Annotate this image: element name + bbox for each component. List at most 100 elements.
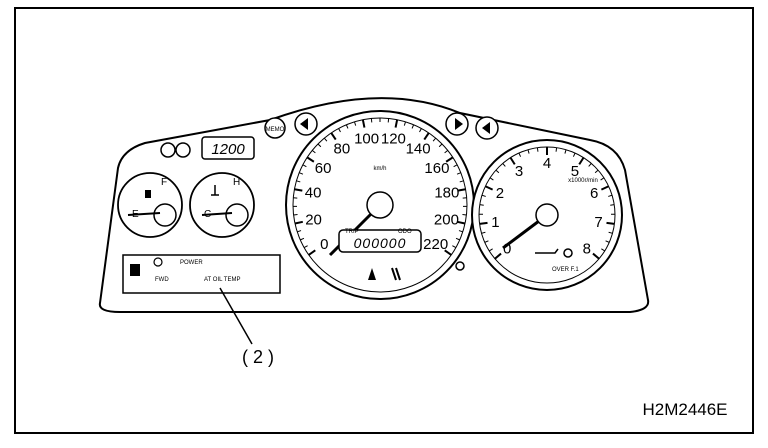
dial-tick	[394, 119, 399, 128]
dial-tick	[330, 132, 337, 141]
odo-label: ODO	[398, 229, 412, 235]
speedometer-tick-marks	[293, 118, 467, 256]
door-icon	[391, 267, 401, 281]
power-label: POWER	[180, 260, 203, 266]
dial-tick	[488, 248, 493, 252]
dial-tick	[308, 249, 316, 256]
dial-tick	[594, 169, 599, 174]
dial-tick	[489, 177, 494, 181]
tachometer-tick-marks	[478, 147, 616, 260]
dial-tick-label: 80	[334, 141, 351, 158]
dial-tick	[459, 180, 464, 183]
dial-tick	[294, 188, 303, 192]
dial-tick	[458, 230, 463, 233]
seatbelt-icon	[368, 268, 376, 280]
dial-tick	[601, 248, 606, 252]
dial-tick-label: 60	[315, 160, 332, 177]
dial-tick	[536, 147, 539, 152]
dial-tick-label: 7	[594, 214, 602, 231]
dial-tick	[361, 119, 366, 128]
dial-tick	[610, 204, 615, 206]
fuel-empty-label: E	[132, 209, 139, 220]
dial-tick-label: 140	[406, 141, 431, 158]
dial-tick	[605, 240, 610, 243]
dial-tick-label: 1	[491, 214, 499, 231]
speedometer-hub	[366, 191, 394, 219]
dial-tick	[479, 221, 488, 225]
dial-tick	[456, 220, 466, 225]
figure-frame	[14, 7, 754, 434]
dial-tick-label: 40	[305, 185, 322, 202]
dial-tick	[297, 230, 302, 233]
dial-tick	[518, 152, 522, 157]
tachometer-needle	[502, 216, 544, 250]
dial-tick	[445, 156, 454, 163]
speedometer-unit: km/h	[373, 166, 386, 172]
dial-tick	[423, 132, 430, 141]
dial-tick	[411, 124, 415, 129]
dial-tick-label: 160	[424, 160, 449, 177]
dial-tick	[419, 128, 422, 133]
dial-tick	[294, 220, 304, 225]
dial-tick	[608, 231, 613, 234]
fuel-gauge: F E	[117, 172, 183, 238]
dial-tick	[495, 169, 500, 174]
dial-tick	[578, 157, 585, 165]
figure-code: H2M2446E	[642, 400, 727, 419]
dial-tick	[444, 150, 449, 154]
fuel-full-label: F	[161, 177, 167, 188]
oil-pressure-icon	[535, 248, 559, 254]
odometer-box	[338, 229, 422, 253]
dial-tick-label: 20	[305, 211, 322, 228]
dial-tick	[564, 149, 567, 154]
right-turn-arrow-icon	[455, 118, 463, 130]
dial-tick-label: 220	[423, 236, 448, 253]
dial-tick	[600, 177, 605, 181]
dial-tick-label: 8	[583, 240, 591, 257]
dial-tick	[502, 163, 506, 167]
tachometer-indicator-text: OVER F.1	[552, 267, 579, 273]
dial-tick	[403, 121, 406, 126]
dial-tick	[457, 188, 466, 192]
clock-display-box	[201, 136, 255, 160]
dial-tick	[323, 137, 328, 142]
dial-tick	[432, 137, 437, 142]
dial-tick	[456, 172, 461, 175]
dial-tick	[354, 121, 357, 126]
high-beam-icon	[482, 122, 490, 134]
tachometer-hub	[535, 203, 559, 227]
dial-tick	[479, 204, 484, 206]
svg-text:MEMO: MEMO	[266, 127, 285, 133]
warning-light-panel: POWER FWD AT OIL TEMP	[122, 254, 281, 294]
dial-tick	[311, 150, 316, 154]
dial-tick	[606, 221, 615, 225]
dial-tick	[300, 237, 305, 241]
dial-tick	[494, 252, 502, 260]
dial-tick	[444, 249, 452, 256]
dial-tick	[299, 172, 304, 175]
dial-tick	[484, 240, 489, 243]
brake-warning-icon	[153, 257, 163, 267]
dial-tick	[481, 231, 486, 234]
dial-tick	[527, 149, 530, 154]
fwd-label: FWD	[155, 277, 169, 283]
check-engine-icon	[563, 248, 573, 258]
callout-leader-line	[219, 287, 253, 345]
dial-tick	[588, 163, 592, 167]
indicator-lights: MEMO	[160, 112, 499, 158]
dial-tick	[306, 156, 315, 163]
dial-tick-label: 3	[515, 163, 523, 180]
dial-tick	[345, 124, 349, 129]
clock-display-text: 1200	[211, 141, 245, 158]
fuel-warning-icon	[130, 264, 140, 276]
dial-tick	[302, 164, 307, 168]
dial-tick-label: 6	[590, 185, 598, 202]
brake-indicator-icon	[455, 261, 465, 271]
dial-tick	[555, 147, 558, 152]
dial-tick-label: 200	[434, 211, 459, 228]
